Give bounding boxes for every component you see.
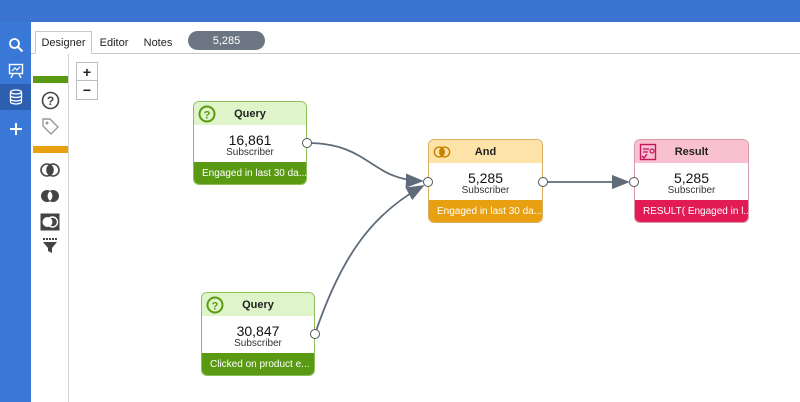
- node-title: Query: [242, 298, 274, 311]
- node-footer: Engaged in last 30 da...: [429, 200, 542, 222]
- input-port[interactable]: [629, 177, 639, 187]
- operator-group-bar: [33, 146, 68, 153]
- search-icon[interactable]: [0, 32, 31, 58]
- plus-icon[interactable]: [0, 116, 31, 142]
- node-title: Result: [674, 145, 709, 158]
- and-icon: [433, 146, 451, 158]
- result-node[interactable]: Result 5,285 Subscriber RESULT( Engaged …: [634, 139, 749, 223]
- or-icon[interactable]: [40, 186, 60, 206]
- output-port[interactable]: [310, 329, 320, 339]
- node-count: 5,285: [673, 170, 710, 186]
- node-footer: Engaged in last 30 da...: [194, 162, 306, 184]
- tab-bar: Designer Editor Notes 5,285: [31, 22, 800, 54]
- exclude-icon[interactable]: [40, 212, 60, 232]
- node-subtitle: Subscriber: [234, 338, 282, 349]
- node-count: 5,285: [467, 170, 504, 186]
- node-count: 16,861: [228, 132, 272, 148]
- zoom-out-button[interactable]: −: [82, 82, 92, 98]
- and-node[interactable]: And 5,285 Subscriber Engaged in last 30 …: [428, 139, 543, 223]
- left-nav: [0, 22, 31, 402]
- node-subtitle: Subscriber: [226, 147, 274, 158]
- connector-query1-to-and: [306, 142, 424, 188]
- top-bar: [0, 0, 800, 22]
- output-port[interactable]: [302, 138, 312, 148]
- query-node-1[interactable]: ? Query 16,861 Subscriber Engaged in las…: [193, 101, 307, 185]
- and-icon[interactable]: [40, 160, 60, 180]
- query-group-bar: [33, 76, 68, 83]
- query-icon: ?: [198, 105, 216, 123]
- count-badge: 5,285: [188, 31, 265, 50]
- query-icon[interactable]: ?: [40, 90, 60, 110]
- filter-icon[interactable]: [40, 236, 60, 256]
- node-subtitle: Subscriber: [667, 185, 716, 196]
- svg-text:?: ?: [46, 94, 53, 108]
- node-title: Query: [234, 107, 266, 120]
- node-footer: RESULT( Engaged in l...: [635, 200, 748, 222]
- svg-text:?: ?: [204, 109, 211, 121]
- node-count: 30,847: [236, 323, 280, 339]
- query-icon: ?: [206, 296, 224, 314]
- svg-text:?: ?: [212, 300, 219, 312]
- element-palette: ?: [31, 54, 69, 402]
- node-footer: Clicked on product e...: [202, 353, 314, 375]
- node-subtitle: Subscriber: [461, 185, 510, 196]
- connector-query2-to-and: [314, 185, 425, 335]
- tab-designer[interactable]: Designer: [35, 31, 92, 54]
- zoom-in-button[interactable]: +: [77, 63, 97, 81]
- input-port[interactable]: [423, 177, 433, 187]
- presentation-icon[interactable]: [0, 58, 31, 84]
- database-icon[interactable]: [0, 84, 31, 110]
- output-port[interactable]: [538, 177, 548, 187]
- result-icon: [639, 143, 657, 161]
- zoom-controls: + −: [76, 62, 98, 100]
- tag-icon[interactable]: [40, 116, 60, 136]
- tab-editor[interactable]: Editor: [99, 36, 129, 49]
- tab-notes[interactable]: Notes: [143, 36, 173, 49]
- node-title: And: [474, 145, 497, 158]
- query-node-2[interactable]: ? Query 30,847 Subscriber Clicked on pro…: [201, 292, 315, 376]
